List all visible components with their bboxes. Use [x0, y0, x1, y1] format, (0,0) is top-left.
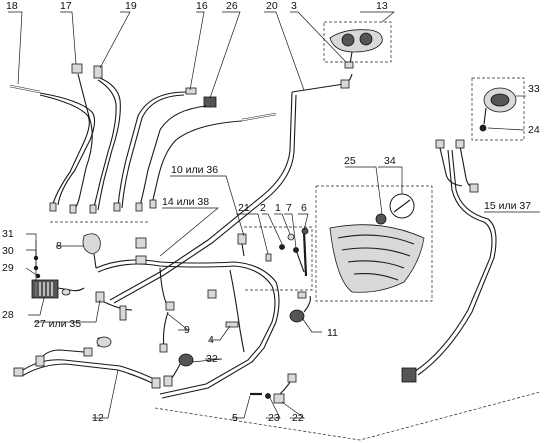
- callout-20: 20: [266, 0, 278, 12]
- callout-9: 9: [184, 324, 190, 336]
- callout-21: 21: [238, 202, 250, 214]
- callout-33: 33: [528, 83, 540, 95]
- callout-15: 15 или 37: [484, 200, 531, 212]
- callout-6: 6: [301, 202, 307, 214]
- part-17-switch-harness: [71, 63, 93, 211]
- callout-34: 34: [384, 155, 396, 167]
- part-13-instrument-cluster: [329, 29, 383, 69]
- part-6: [302, 231, 308, 277]
- callout-32: 32: [206, 353, 218, 365]
- part-26-harness: [139, 96, 277, 207]
- part-11-switch: [289, 291, 311, 323]
- callout-18: 18: [6, 0, 18, 12]
- parts-1-7-group: [265, 227, 309, 277]
- part-18-grip-harness: [9, 84, 96, 208]
- connector-15: [401, 367, 417, 383]
- part-20-cable: [109, 73, 353, 304]
- part-14-main-harness: [95, 237, 280, 399]
- group-13-box: [323, 21, 392, 63]
- upper-lead-connectors: [49, 199, 157, 214]
- callout-10: 10 или 36: [171, 164, 218, 176]
- group-1-7-bracket: [244, 226, 313, 291]
- harness-link-dashed: [154, 391, 541, 441]
- callout-22: 22: [292, 412, 304, 424]
- callout-2: 2: [260, 202, 266, 214]
- part-1: [287, 233, 295, 241]
- callout-3: 3: [291, 0, 297, 12]
- callout-13: 13: [376, 0, 388, 12]
- part-12-harness: [13, 347, 161, 389]
- group-33-box: [471, 77, 525, 141]
- part-3-bulb: [344, 61, 354, 69]
- callout-5: 5: [232, 412, 238, 424]
- part-25-bulb: [375, 213, 387, 225]
- part-15-harness: [401, 139, 497, 383]
- part-23-part: [265, 393, 271, 399]
- part-21: [265, 253, 272, 262]
- part-34-headlamp: [329, 193, 425, 293]
- callout-labels: 18 17 19 16 26 20 3 13 33 24 25 34 15 ил…: [2, 0, 540, 424]
- part-9-sensor: [159, 311, 169, 353]
- callout-4: 4: [208, 334, 214, 346]
- callout-28: 28: [2, 309, 14, 321]
- callout-30: 30: [2, 245, 14, 257]
- callout-24: 24: [528, 124, 540, 136]
- callout-11: 11: [327, 327, 338, 339]
- callout-14: 14 или 38: [162, 196, 209, 208]
- connector-16: [185, 87, 197, 95]
- callout-23: 23: [268, 412, 280, 424]
- callout-19: 19: [125, 0, 137, 12]
- part-4-sensor: [225, 321, 239, 328]
- callout-26: 26: [226, 0, 238, 12]
- callout-12: 12: [92, 412, 104, 424]
- part-10-connector: [237, 233, 247, 257]
- callout-16: 16: [196, 0, 208, 12]
- part-24-bulb: [479, 124, 487, 132]
- callout-25: 25: [344, 155, 356, 167]
- callout-29: 29: [2, 262, 14, 274]
- part-22-sensor: [273, 373, 297, 404]
- callout-7: 7: [286, 202, 292, 214]
- part-33-speedo: [479, 87, 517, 132]
- callout-8: 8: [56, 240, 62, 252]
- part-2: [279, 244, 285, 250]
- callout-17: 17: [60, 0, 72, 12]
- part-7: [293, 247, 299, 253]
- leader-lines: [8, 11, 540, 419]
- part-19-harness: [92, 65, 121, 211]
- part-32-sensor: [163, 353, 194, 387]
- switch-17: [71, 63, 83, 74]
- callout-31: 31: [2, 228, 14, 240]
- callout-27: 27 или 35: [34, 318, 81, 330]
- group-34-box: [315, 185, 433, 302]
- part-16-harness: [117, 87, 197, 209]
- callout-1: 1: [275, 202, 281, 214]
- connector-19: [93, 65, 103, 79]
- part-8-horn: [82, 233, 101, 269]
